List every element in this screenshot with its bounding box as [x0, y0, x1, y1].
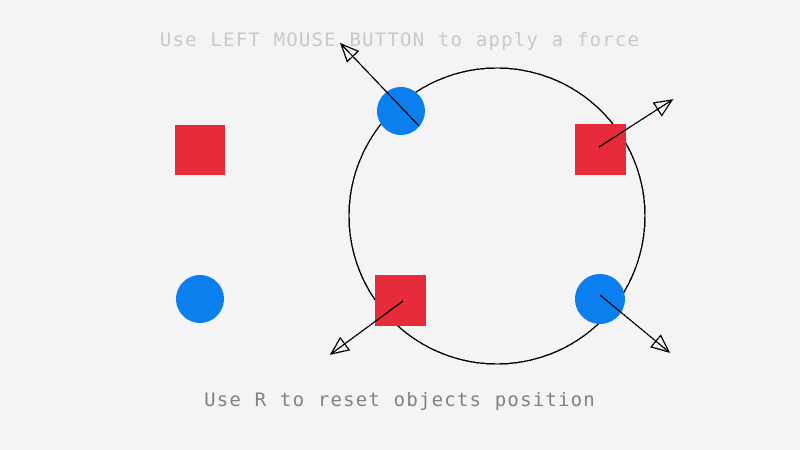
body-circle-bottom-left[interactable] [176, 275, 224, 323]
force-vectors-layer [329, 42, 674, 355]
body-square-left[interactable] [175, 125, 225, 175]
body-circle-top[interactable] [377, 87, 425, 135]
boundary-circle [348, 67, 646, 365]
force-arrow-square-right-head [652, 99, 674, 117]
force-arrow-circle-bottom-right-head [649, 334, 671, 354]
body-square-bottom-middle[interactable] [375, 275, 426, 326]
boundary-layer [348, 67, 646, 365]
bodies-layer [175, 87, 626, 326]
body-circle-bottom-right[interactable] [575, 274, 625, 324]
force-arrow-square-right-shaft [598, 99, 673, 148]
force-arrow-circle-bottom-right [599, 294, 671, 354]
force-arrow-circle-top-shaft [340, 43, 420, 127]
force-arrow-circle-top-head [339, 42, 360, 63]
force-arrow-circle-bottom-right-shaft [599, 294, 670, 353]
force-arrow-square-bottom-middle-head [329, 336, 351, 355]
force-arrow-square-bottom-middle-shaft [330, 300, 404, 355]
hint-text-apply-force: Use LEFT MOUSE BUTTON to apply a force [159, 29, 641, 51]
force-arrow-square-right [598, 99, 674, 148]
body-square-right[interactable] [575, 124, 626, 175]
force-arrow-circle-top [339, 42, 420, 127]
hint-text-reset-objects: Use R to reset objects position [204, 389, 596, 411]
force-arrow-square-bottom-middle [329, 300, 404, 355]
